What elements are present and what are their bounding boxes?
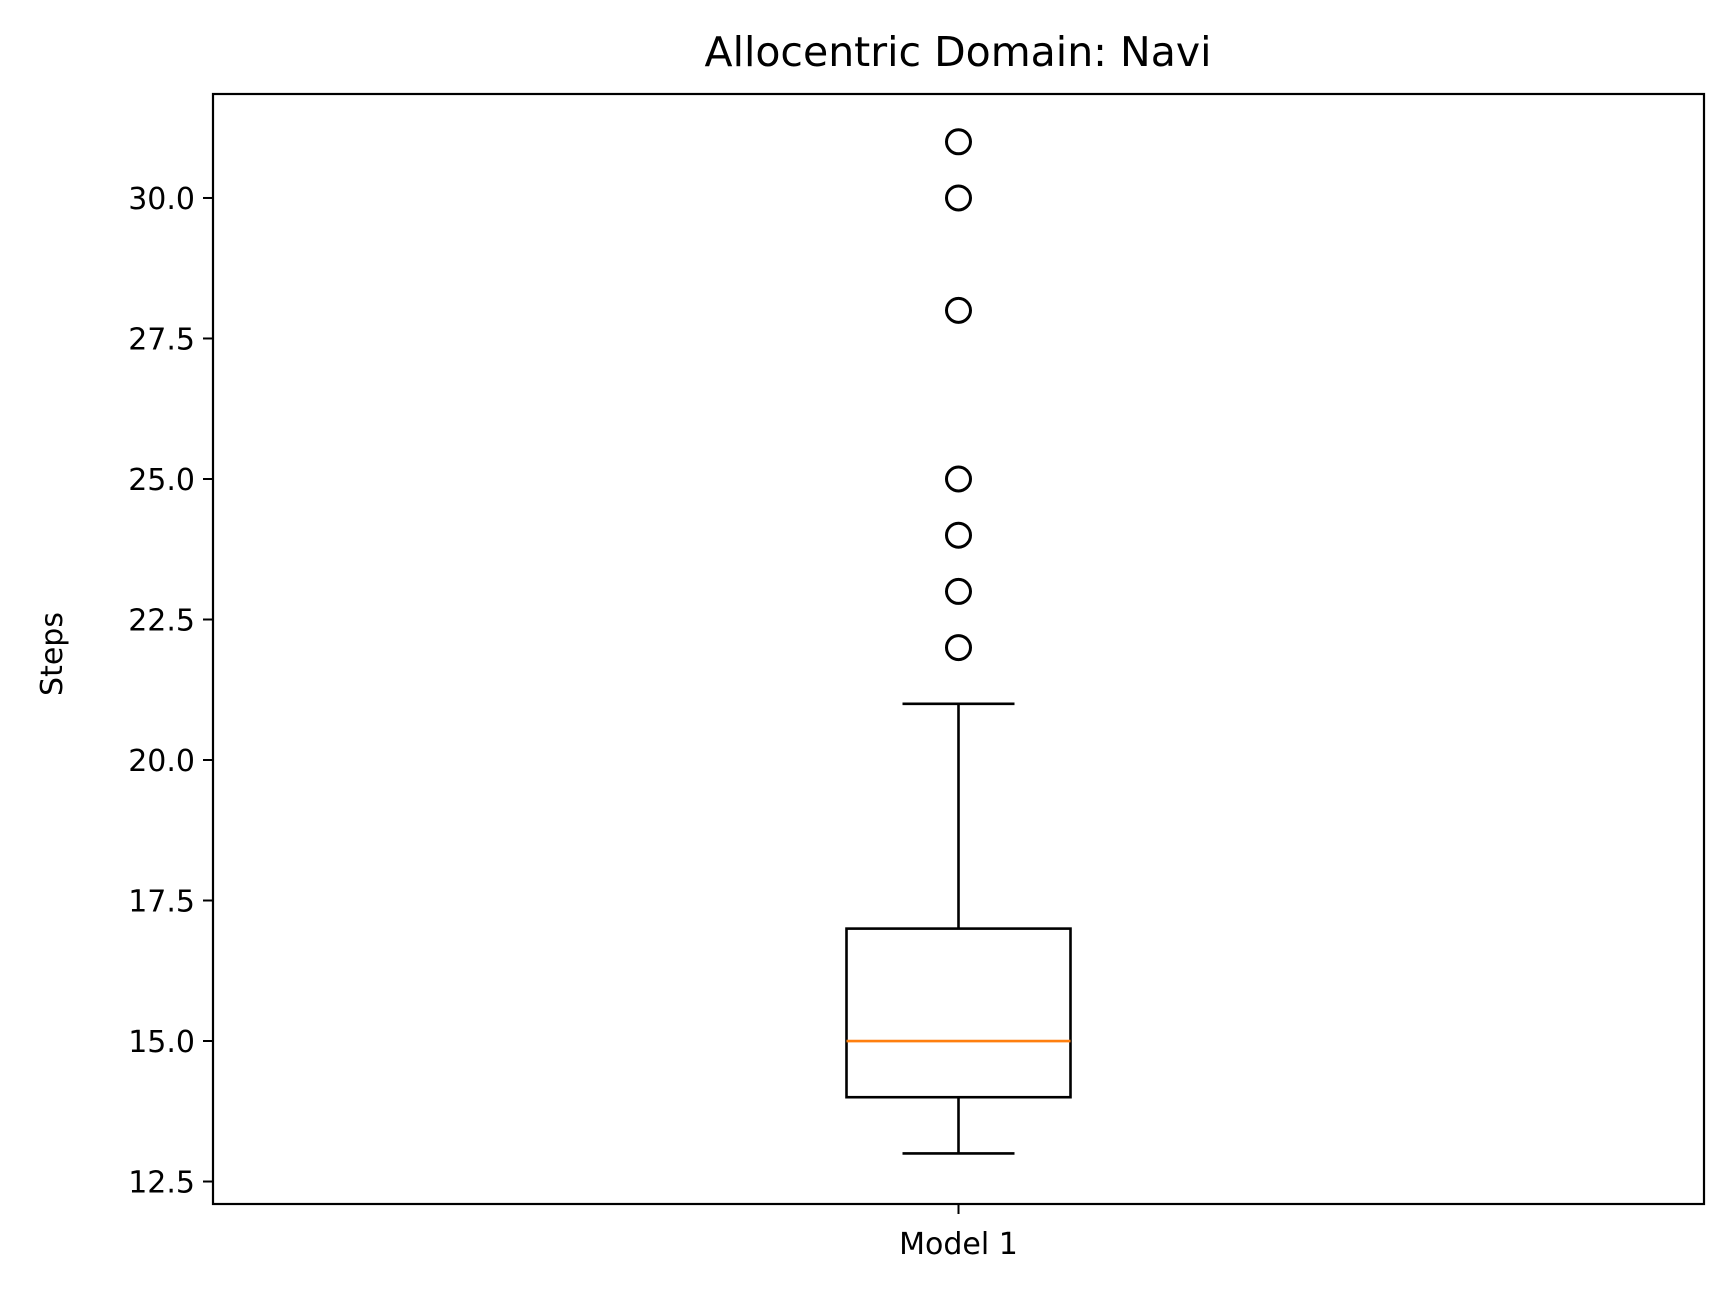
outlier-point bbox=[945, 634, 972, 662]
outlier-point bbox=[945, 465, 972, 493]
y-tick-label: 22.5 bbox=[128, 603, 195, 638]
y-tick-label: 12.5 bbox=[128, 1166, 195, 1201]
outlier-point bbox=[945, 128, 972, 156]
y-tick-label: 25.0 bbox=[128, 463, 195, 498]
box-series bbox=[845, 128, 1072, 1155]
chart-title: Allocentric Domain: Navi bbox=[705, 28, 1212, 76]
x-axis-ticks: Model 1 bbox=[899, 1204, 1018, 1262]
y-tick-label: 20.0 bbox=[128, 744, 195, 779]
y-tick-label: 15.0 bbox=[128, 1025, 195, 1060]
y-tick-label: 27.5 bbox=[128, 322, 195, 357]
y-axis-ticks: 12.5 15.0 17.5 20.0 22.5 25.0 27.5 30.0 bbox=[128, 182, 213, 1201]
outlier-point bbox=[945, 184, 972, 212]
y-tick-label: 17.5 bbox=[128, 885, 195, 920]
y-tick-label: 30.0 bbox=[128, 182, 195, 217]
outlier-point bbox=[945, 521, 972, 549]
outlier-point bbox=[945, 577, 972, 605]
y-axis-label: Steps bbox=[35, 612, 70, 696]
outlier-point bbox=[945, 296, 972, 324]
iqr-box bbox=[845, 927, 1072, 1099]
plot-area-frame bbox=[211, 92, 1706, 1206]
x-tick-label: Model 1 bbox=[899, 1227, 1018, 1262]
